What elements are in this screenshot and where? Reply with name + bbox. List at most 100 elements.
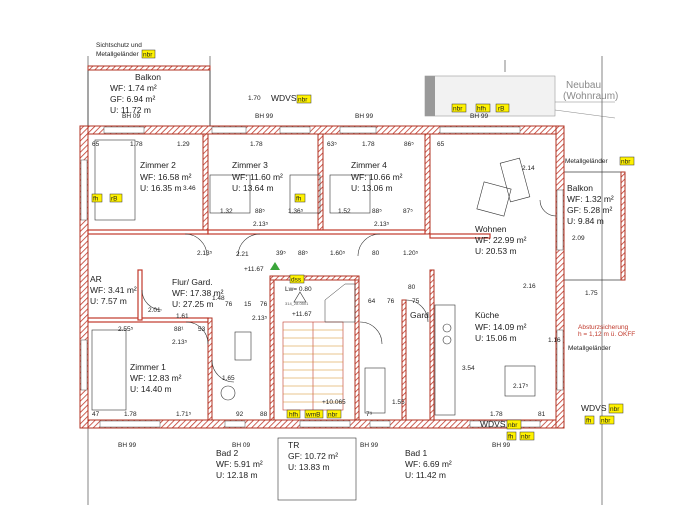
absturz-label-1: Absturzsicherung xyxy=(578,324,629,331)
dimensions: 1.78 1.29 1.78 63⁵ 1.78 86⁵ 65 65 2.14 1… xyxy=(92,95,598,418)
balcony-right-rail xyxy=(620,171,626,281)
flur-wf: WF: 17.38 m² xyxy=(172,288,224,298)
tag-box xyxy=(451,103,467,113)
bh: BH 09 xyxy=(122,113,140,120)
window-bottom-5 xyxy=(469,420,541,428)
zimmer3-wf: WF: 11.60 m² xyxy=(232,172,283,182)
neubau-label-2: (Wohnraum) xyxy=(563,91,618,102)
dim: 2.16 xyxy=(523,283,536,290)
tag-nbr-8: nbr xyxy=(521,434,531,441)
window-top-5 xyxy=(439,126,521,134)
window-bottom-3 xyxy=(299,420,351,428)
kueche-wf: WF: 14.09 m² xyxy=(475,322,527,332)
neubau-line2 xyxy=(554,109,616,119)
tag-box xyxy=(109,193,123,203)
tag-dss: dss xyxy=(291,277,302,284)
dim: 1.48 xyxy=(212,295,225,302)
dim: 53 xyxy=(198,326,206,333)
dim: 76 xyxy=(225,301,233,308)
dim: 88 xyxy=(260,411,268,418)
dim: 81 xyxy=(538,411,546,418)
bh: BH 99 xyxy=(118,442,136,449)
bh: BH 99 xyxy=(355,113,373,120)
balkon-right-wf: WF: 1.32 m² xyxy=(567,194,614,204)
dim: 80 xyxy=(372,250,380,257)
tag-nbr-3: nbr xyxy=(453,106,463,113)
dim: 3.54 xyxy=(462,365,475,372)
metallgelaender2-label: Metallgeländer xyxy=(568,345,611,352)
tr-area xyxy=(277,437,357,501)
dim: 2.13⁵ xyxy=(197,250,213,257)
dim: 2.21 xyxy=(236,251,249,258)
wall-z3-z4 xyxy=(317,133,324,231)
wohnen-name: Wohnen xyxy=(475,224,507,234)
staircase xyxy=(282,321,344,411)
wall-left xyxy=(79,125,89,429)
balkon-right-name: Balkon xyxy=(567,183,593,193)
metallgelaender-label: Metallgeländer xyxy=(565,158,608,165)
door-balkon xyxy=(539,199,557,217)
wohnen-wf: WF: 22.99 m² xyxy=(475,235,527,245)
tag-box xyxy=(294,193,306,203)
zimmer2-wf: WF: 16.58 m² xyxy=(140,172,192,182)
tag-box xyxy=(608,403,624,414)
dim: 1.71⁵ xyxy=(176,411,192,418)
dim: 1.52 xyxy=(338,208,351,215)
tag-nbr-6: nbr xyxy=(601,418,611,425)
dim: 7⁹ xyxy=(366,411,373,418)
wall-z34-bottom xyxy=(207,229,426,235)
door-bad1 xyxy=(359,321,383,345)
zimmer3-u: U: 13.64 m xyxy=(232,183,274,193)
wohnen-u: U: 20.53 m xyxy=(475,246,517,256)
window-left-2 xyxy=(80,339,88,391)
wall-z2-bottom xyxy=(87,229,209,235)
ar-u: U: 7.57 m xyxy=(90,296,127,306)
dim: 2.17⁵ xyxy=(513,383,529,390)
ar-wf: WF: 3.41 m² xyxy=(90,285,137,295)
tag-box xyxy=(91,193,103,203)
level-1: +11.67 xyxy=(244,266,264,273)
bad2-u: U: 12.18 m xyxy=(216,470,258,480)
tag-box xyxy=(519,431,535,441)
tag-box xyxy=(506,419,522,430)
level-lw: Lw= 0.80 xyxy=(285,286,312,293)
zimmer4-name: Zimmer 4 xyxy=(351,160,387,170)
tag-fh-1: fh xyxy=(586,418,592,425)
ar-name: AR xyxy=(90,274,102,284)
tag-nbr-2: nbr xyxy=(298,97,308,104)
door-z2 xyxy=(184,233,208,257)
dim: 1.36⁵ xyxy=(288,208,304,215)
dim: 2.13⁵ xyxy=(172,339,188,346)
level-ref: 314_28.0501 xyxy=(285,301,309,306)
balcony-top-rail xyxy=(87,65,211,71)
balkon-top-gf: GF: 6.94 m² xyxy=(110,94,156,104)
dim: 15 xyxy=(244,301,252,308)
balkon-right-gf: GF: 5.28 m² xyxy=(567,205,613,215)
wdvs-label-bottom: WDVS xyxy=(480,419,506,429)
tag-fh-4: fh xyxy=(296,196,302,203)
dim: 1.61 xyxy=(176,313,189,320)
bh: BH 99 xyxy=(470,113,488,120)
bh: BH 99 xyxy=(255,113,273,120)
balkon-top-u: U: 11.72 m xyxy=(110,105,151,115)
tag-box xyxy=(304,409,324,419)
zimmer2-u: U: 16.35 m xyxy=(140,183,182,193)
dim: 1.78 xyxy=(124,411,137,418)
door-z1 xyxy=(185,321,209,345)
wall-ar xyxy=(137,269,143,321)
dim: 1.55 xyxy=(392,399,405,406)
tag-hfh-1: hfh xyxy=(477,106,486,113)
dim: 1.78 xyxy=(250,141,263,148)
dim: 80 xyxy=(408,284,416,291)
wall-stair-right xyxy=(354,279,360,421)
dim: 88¹ xyxy=(174,326,184,333)
furniture xyxy=(91,139,536,416)
dim: 1.60⁵ xyxy=(330,250,346,257)
dim: 88⁵ xyxy=(255,208,265,215)
wdvs-label-top: WDVS xyxy=(271,93,297,103)
window-right-1 xyxy=(556,189,564,251)
dim: 1.78 xyxy=(490,411,503,418)
bh: BH 99 xyxy=(492,442,510,449)
dim: 1.78 xyxy=(130,141,143,148)
bh: BH 09 xyxy=(232,442,250,449)
